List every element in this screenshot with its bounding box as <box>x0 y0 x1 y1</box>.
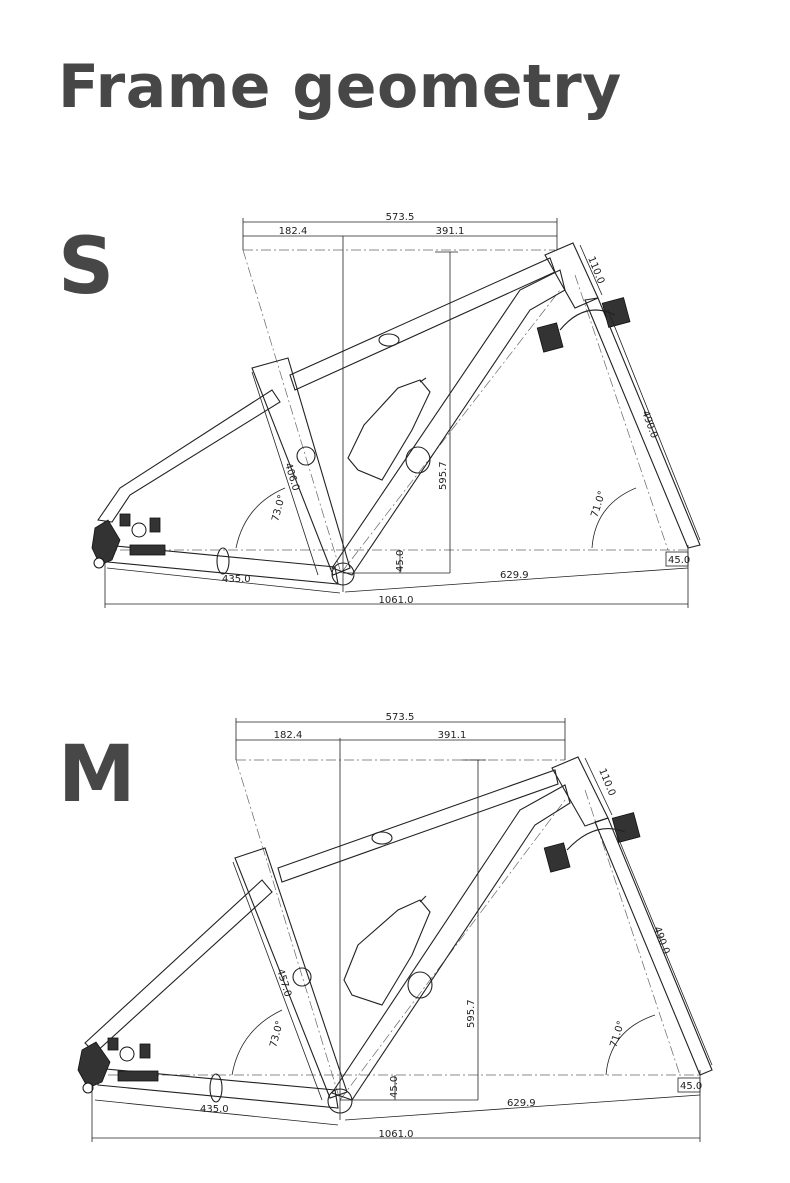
dim-reach: 391.1 <box>436 226 465 237</box>
dimensions <box>104 218 701 608</box>
dim-front-center: 629.9 <box>507 1098 536 1109</box>
dim-wheelbase: 1061.0 <box>379 1129 414 1140</box>
seat-stay <box>97 389 281 523</box>
dim-reach: 391.1 <box>438 730 467 741</box>
dim-axle-offset: 45.0 <box>680 1081 702 1092</box>
dim-stack: 595.7 <box>466 999 477 1028</box>
dim-axle-offset: 45.0 <box>668 555 690 566</box>
frame-tubes <box>97 242 701 586</box>
head-tube <box>551 756 609 827</box>
frame-diagram-s: 573.5 182.4 391.1 595.7 110.0 406.0 73.0… <box>91 212 701 608</box>
dim-chainstay: 435.0 <box>200 1104 229 1115</box>
top-tube <box>277 769 559 883</box>
dim-seat-angle: 73.0° <box>270 494 288 523</box>
fork-line <box>594 817 713 1076</box>
down-tube <box>331 784 571 1101</box>
seat-tube <box>251 357 351 576</box>
dim-front-center: 629.9 <box>500 570 529 581</box>
seat-tube <box>234 847 348 1099</box>
dim-stack: 595.7 <box>438 461 449 490</box>
dim-setback: 182.4 <box>279 226 308 237</box>
dim-head-tube: 110.0 <box>596 767 617 798</box>
centerlines <box>90 759 700 1101</box>
cable-guides <box>543 812 641 873</box>
dim-seat-tube: 406.0 <box>282 462 301 493</box>
dim-setback: 182.4 <box>274 730 303 741</box>
rear-dropout <box>77 1037 159 1094</box>
dim-reach-total: 573.5 <box>386 712 415 723</box>
dim-fork: 490.0 <box>651 925 671 956</box>
page-title: Frame geometry <box>58 52 622 122</box>
dim-seat-tube: 457.0 <box>274 968 293 999</box>
dim-head-angle: 71.0° <box>608 1020 627 1049</box>
water-bottle <box>343 895 431 1006</box>
size-label-s: S <box>58 222 115 312</box>
dim-head-tube: 110.0 <box>585 255 606 286</box>
dim-wheelbase: 1061.0 <box>379 595 414 606</box>
centerlines <box>102 249 690 574</box>
fork-line <box>584 297 701 549</box>
rear-dropout <box>91 513 166 569</box>
dim-head-angle: 71.0° <box>589 490 608 519</box>
seat-stay <box>84 879 273 1054</box>
frame-diagram-m: 573.5 182.4 391.1 595.7 110.0 457.0 73.0… <box>77 712 713 1142</box>
dimension-labels: 573.5 182.4 391.1 595.7 110.0 406.0 73.0… <box>222 212 690 606</box>
dim-bb-drop: 45.0 <box>395 550 406 572</box>
size-label-m: M <box>58 730 136 820</box>
down-tube <box>331 269 566 576</box>
dimension-labels: 573.5 182.4 391.1 595.7 110.0 457.0 73.0… <box>200 712 702 1140</box>
dim-reach-total: 573.5 <box>386 212 415 223</box>
dim-seat-angle: 73.0° <box>268 1020 286 1049</box>
top-tube <box>289 257 556 391</box>
dim-fork: 490.0 <box>639 409 659 440</box>
cable-guides <box>536 297 631 353</box>
dimensions <box>91 718 713 1142</box>
water-bottle <box>347 377 431 481</box>
dim-chainstay: 435.0 <box>222 574 251 585</box>
dim-bb-drop: 45.0 <box>389 1076 400 1098</box>
head-tube <box>544 242 599 309</box>
frame-tubes <box>84 756 713 1114</box>
